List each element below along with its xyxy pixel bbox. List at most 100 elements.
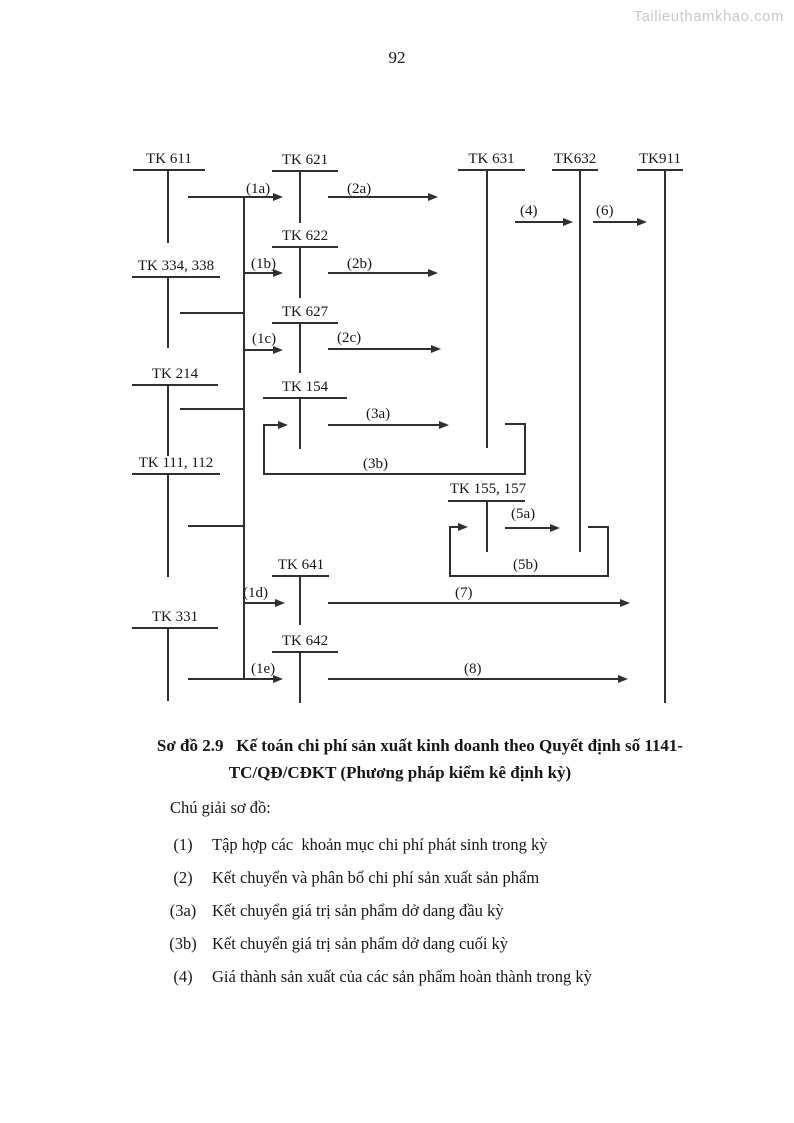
arrow-3b-shaft bbox=[263, 424, 279, 426]
account-tk214-label: TK 214 bbox=[151, 366, 199, 382]
account-tk621-topline bbox=[272, 170, 338, 172]
flow-label-1b: (1b) bbox=[251, 256, 276, 272]
collector-line bbox=[243, 196, 245, 679]
legend-item-2: (2) Kết chuyển và phân bổ chi phí sản xu… bbox=[0, 868, 794, 890]
arrow-2c-shaft bbox=[328, 348, 432, 350]
legend-text: Tập hợp các khoản mục chi phí phát sinh … bbox=[212, 835, 548, 854]
flow-label-3a: (3a) bbox=[366, 406, 391, 422]
account-tk641-stem bbox=[299, 575, 301, 625]
arrow-3b-head bbox=[278, 421, 288, 429]
account-tk622-stem bbox=[299, 246, 301, 298]
account-tk642-stem bbox=[299, 651, 301, 703]
page-number: 92 bbox=[388, 48, 406, 67]
arrow-8-head bbox=[618, 675, 628, 683]
account-tk911-label: TK911 bbox=[639, 151, 681, 167]
account-tk334-338-topline bbox=[132, 276, 220, 278]
account-tk111-112-label: TK 111, 112 bbox=[138, 455, 214, 471]
legend-text: Kết chuyển giá trị sản phẩm dở dang đầu … bbox=[212, 901, 504, 920]
account-tk627-label: TK 627 bbox=[281, 304, 329, 320]
account-tk611-topline bbox=[133, 169, 205, 171]
account-tk911-topline bbox=[637, 169, 683, 171]
account-tk155-157-label: TK 155, 157 bbox=[449, 481, 527, 497]
account-tk154-label: TK 154 bbox=[281, 379, 329, 395]
legend-key: (1) bbox=[173, 835, 193, 854]
account-tk631-topline bbox=[458, 169, 525, 171]
legend-text: Giá thành sản xuất của các sản phẩm hoàn… bbox=[212, 967, 592, 986]
account-tk632-topline bbox=[552, 169, 598, 171]
arrow-4-head bbox=[563, 218, 573, 226]
flow-label-5a: (5a) bbox=[511, 506, 536, 522]
flow-label-3b: (3b) bbox=[363, 456, 388, 472]
account-tk642-label: TK 642 bbox=[281, 633, 329, 649]
loop-3b-top-right bbox=[505, 423, 526, 425]
loop-5b-right-drop bbox=[607, 526, 609, 577]
connector-tk214 bbox=[180, 408, 244, 410]
account-tk632-label: TK632 bbox=[553, 151, 597, 167]
arrow-3a-shaft bbox=[328, 424, 440, 426]
watermark: Tailieuthamkhao.com bbox=[633, 8, 784, 25]
legend-item-1: (1) Tập hợp các khoản mục chi phí phát s… bbox=[0, 835, 794, 857]
flow-label-2a: (2a) bbox=[347, 181, 372, 197]
account-tk154-stem bbox=[299, 397, 301, 449]
loop-3b-right-drop bbox=[524, 423, 526, 475]
arrow-1d-shaft bbox=[243, 602, 276, 604]
flow-label-5b: (5b) bbox=[513, 557, 538, 573]
account-tk111-112-stem bbox=[167, 473, 169, 577]
account-tk611-stem bbox=[167, 169, 169, 243]
arrow-4-shaft bbox=[515, 221, 564, 223]
account-tk632-stem bbox=[579, 169, 581, 552]
account-tk622-topline bbox=[272, 246, 338, 248]
account-tk155-157-stem bbox=[486, 500, 488, 552]
arrow-2a-head bbox=[428, 193, 438, 201]
arrow-5a-head bbox=[550, 524, 560, 532]
account-tk627-stem bbox=[299, 322, 301, 373]
account-tk631-label: TK 631 bbox=[468, 151, 515, 167]
arrow-2a-shaft bbox=[328, 196, 429, 198]
account-tk621-label: TK 621 bbox=[281, 152, 329, 168]
arrow-5a-shaft bbox=[505, 527, 551, 529]
flow-label-1a: (1a) bbox=[246, 181, 271, 197]
account-tk214-topline bbox=[132, 384, 218, 386]
loop-5b-bottom bbox=[449, 575, 609, 577]
legend-item-3b: (3b) Kết chuyển giá trị sản phẩm dở dang… bbox=[0, 934, 794, 956]
account-tk154-topline bbox=[263, 397, 347, 399]
account-tk621-stem bbox=[299, 170, 301, 223]
arrow-5b-head bbox=[458, 523, 468, 531]
legend-key: (2) bbox=[173, 868, 193, 887]
arrow-1a-head bbox=[273, 193, 283, 201]
connector-tk111-112 bbox=[188, 525, 244, 527]
legend-key: (3a) bbox=[169, 901, 197, 920]
legend-text: Kết chuyển giá trị sản phẩm dở dang cuối… bbox=[212, 934, 509, 953]
arrow-1e-head bbox=[273, 675, 283, 683]
arrow-7-shaft bbox=[328, 602, 621, 604]
flow-label-2c: (2c) bbox=[337, 330, 362, 346]
arrow-1e-shaft bbox=[188, 678, 274, 680]
account-tk331-label: TK 331 bbox=[151, 609, 199, 625]
arrow-2b-shaft bbox=[328, 272, 429, 274]
arrow-1b-head bbox=[273, 269, 283, 277]
loop-3b-bottom bbox=[263, 473, 526, 475]
legend-key: (4) bbox=[173, 967, 193, 986]
account-tk331-stem bbox=[167, 627, 169, 701]
arrow-2b-head bbox=[428, 269, 438, 277]
legend-item-3a: (3a) Kết chuyển giá trị sản phẩm dở dang… bbox=[0, 901, 794, 923]
arrow-1c-head bbox=[273, 346, 283, 354]
account-tk627-topline bbox=[272, 322, 338, 324]
flow-label-2b: (2b) bbox=[347, 256, 372, 272]
flow-label-1d: (1d) bbox=[243, 585, 268, 601]
arrow-1d-head bbox=[275, 599, 285, 607]
arrow-6-head bbox=[637, 218, 647, 226]
flow-label-8: (8) bbox=[464, 661, 482, 677]
flow-label-4: (4) bbox=[520, 203, 538, 219]
account-tk334-338-label: TK 334, 338 bbox=[137, 258, 215, 274]
arrow-8-shaft bbox=[328, 678, 619, 680]
account-tk641-label: TK 641 bbox=[277, 557, 325, 573]
account-tk111-112-topline bbox=[132, 473, 220, 475]
legend-item-4: (4) Giá thành sản xuất của các sản phẩm … bbox=[0, 967, 794, 989]
loop-5b-top-right bbox=[588, 526, 609, 528]
arrow-1b-shaft bbox=[243, 272, 274, 274]
flow-label-6: (6) bbox=[596, 203, 614, 219]
flow-label-1c: (1c) bbox=[252, 331, 277, 347]
legend-key: (3b) bbox=[169, 934, 197, 953]
